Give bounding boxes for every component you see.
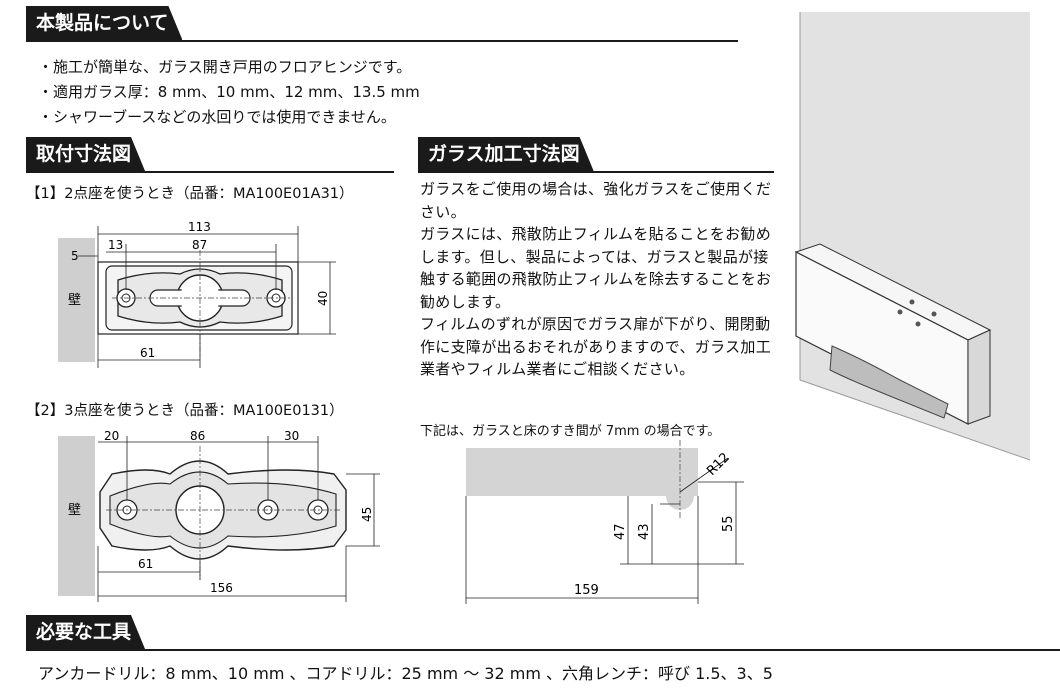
hinge-screw [915,321,921,327]
dim-61: 61 [140,346,155,360]
section-rule [418,171,774,173]
dimension-lines [97,436,380,602]
dim-87: 87 [192,238,207,252]
dimension-lines [78,226,336,368]
wall-shape [58,436,95,596]
glass-panel [466,448,698,510]
dim-159: 159 [574,583,599,598]
dim-5: 5 [71,249,79,263]
dim-40: 40 [316,291,330,306]
hinge-side [967,329,991,425]
glass-instructions: ガラスをご使用の場合は、強化ガラスをご使用ください。 ガラスには、飛散防止フィル… [420,180,772,378]
wall-label: 壁 [68,293,81,308]
dimension-lines [465,457,744,604]
hinge-base [829,345,949,419]
section-rule [26,40,738,42]
section-header-about: 本製品について [26,6,738,42]
dim-113: 113 [188,220,211,234]
dim-45: 45 [360,507,374,522]
section-rule [26,649,1060,651]
wall-edge [799,12,1031,461]
bullet-item: ・適用ガラス厚：8 mm、10 mm、12 mm、13.5 mm [38,83,420,101]
wall-label: 壁 [68,503,81,518]
section-header-mounting: 取付寸法図 [26,137,394,173]
dim-30: 30 [284,429,299,443]
plate-outline [97,261,299,335]
section-title-tools: 必要な工具 [26,615,145,649]
hinge-screw [897,309,903,315]
dim-43: 43 [637,523,652,540]
dim-86: 86 [190,429,205,443]
dim-47: 47 [613,523,628,540]
dim-13: 13 [108,238,123,252]
dim-61: 61 [138,557,153,571]
section-header-glass: ガラス加工寸法図 [418,137,774,173]
hinge-screw [931,311,937,317]
glass-note: 下記は、ガラスと床のすき間が 7mm の場合です。 [420,424,721,439]
dim-156: 156 [210,581,233,595]
bullet-item: ・施工が簡単な、ガラス開き戸用のフロアヒンジです。 [38,58,412,76]
hinge-screw [909,299,915,305]
section-title-mounting: 取付寸法図 [26,137,145,171]
section-title-glass: ガラス加工寸法図 [418,137,594,171]
bullet-item: ・シャワーブースなどの水回りでは使用できません。 [38,108,396,126]
dim-55: 55 [721,515,736,532]
wall-shape [58,238,95,362]
figure1-caption: 【1】2点座を使うとき（品番：MA100E01A31） [26,186,354,202]
section-title-about: 本製品について [26,6,182,40]
section-rule [26,171,394,173]
tools-list: アンカードリル：8 mm、10 mm 、コアドリル：25 mm ～ 32 mm … [38,664,773,683]
section-header-tools: 必要な工具 [26,615,1060,651]
figure2-caption: 【2】3点座を使うとき（品番：MA100E0131） [26,403,344,419]
dim-20: 20 [104,429,119,443]
